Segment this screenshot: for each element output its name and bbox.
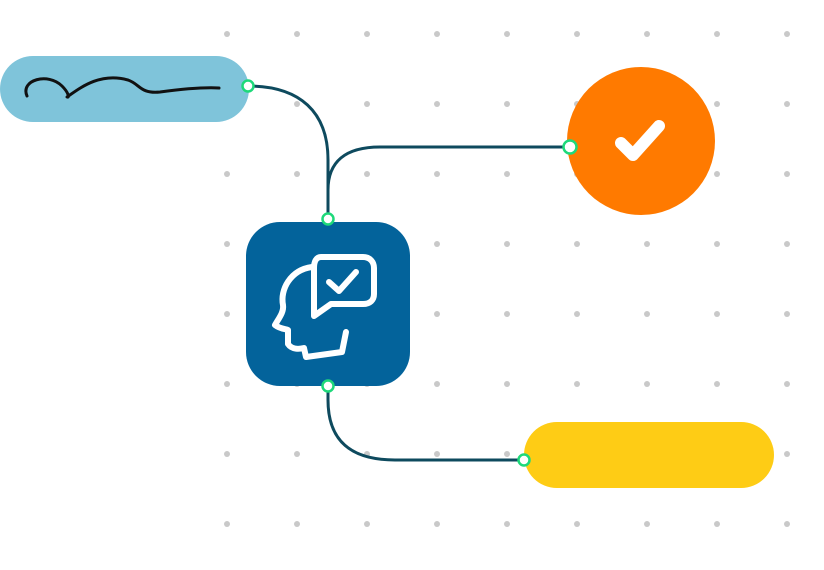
grid-dot xyxy=(784,381,790,387)
grid-dot xyxy=(784,311,790,317)
connector-to-signature xyxy=(247,84,330,218)
grid-dot xyxy=(784,31,790,37)
grid-dot xyxy=(434,31,440,37)
grid-dot xyxy=(644,241,650,247)
grid-dot xyxy=(714,521,720,527)
grid-dot xyxy=(434,311,440,317)
port-center-top[interactable] xyxy=(321,212,335,226)
grid-dot xyxy=(644,381,650,387)
grid-dot xyxy=(224,311,230,317)
grid-dot xyxy=(434,451,440,457)
grid-dot xyxy=(574,241,580,247)
grid-dot xyxy=(224,381,230,387)
head-speech-check-icon xyxy=(272,254,377,360)
grid-dot xyxy=(784,451,790,457)
grid-dot xyxy=(574,381,580,387)
grid-dot xyxy=(364,101,370,107)
checkmark-icon xyxy=(615,120,665,161)
grid-dot xyxy=(434,171,440,177)
grid-dot xyxy=(224,451,230,457)
grid-dot xyxy=(294,521,300,527)
signature-pill[interactable] xyxy=(0,56,249,122)
grid-dot xyxy=(434,521,440,527)
connector-to-placeholder-pill xyxy=(326,386,524,462)
grid-dot xyxy=(224,241,230,247)
grid-dot xyxy=(364,171,370,177)
grid-dot xyxy=(504,311,510,317)
grid-dot xyxy=(714,171,720,177)
connector-to-check-circle xyxy=(326,145,570,218)
grid-dot xyxy=(294,451,300,457)
grid-dot xyxy=(714,381,720,387)
grid-dot xyxy=(784,521,790,527)
grid-dot xyxy=(294,171,300,177)
signature-node[interactable] xyxy=(0,56,249,122)
grid-dot xyxy=(504,451,510,457)
grid-dot xyxy=(644,311,650,317)
grid-dot xyxy=(714,101,720,107)
grid-dot xyxy=(364,31,370,37)
grid-dot xyxy=(784,171,790,177)
center-node[interactable] xyxy=(246,222,410,386)
grid-dot xyxy=(224,31,230,37)
grid-dot xyxy=(504,521,510,527)
grid-dot xyxy=(574,31,580,37)
grid-dot xyxy=(574,311,580,317)
placeholder-pill-node[interactable] xyxy=(524,422,774,488)
grid-dot xyxy=(504,101,510,107)
grid-dot xyxy=(224,521,230,527)
port-center-bottom[interactable] xyxy=(321,379,335,393)
grid-dot xyxy=(714,241,720,247)
grid-dot xyxy=(504,31,510,37)
grid-dot xyxy=(644,521,650,527)
grid-dot xyxy=(294,101,300,107)
grid-dot xyxy=(434,241,440,247)
grid-dot xyxy=(294,31,300,37)
handwritten-signature xyxy=(24,76,221,99)
grid-dot xyxy=(504,241,510,247)
grid-dot xyxy=(714,311,720,317)
grid-dot xyxy=(224,171,230,177)
check-circle-node[interactable] xyxy=(567,67,715,215)
grid-dot xyxy=(434,101,440,107)
grid-dot xyxy=(644,31,650,37)
grid-dot xyxy=(784,101,790,107)
port-signature-right[interactable] xyxy=(241,79,255,93)
grid-dot xyxy=(364,521,370,527)
grid-dot xyxy=(504,381,510,387)
grid-dot xyxy=(504,171,510,177)
grid-dot xyxy=(434,381,440,387)
grid-dot xyxy=(574,521,580,527)
grid-dot xyxy=(784,241,790,247)
port-placeholder-pill-left[interactable] xyxy=(517,453,531,467)
placeholder-pill[interactable] xyxy=(524,422,774,488)
ports xyxy=(241,79,578,467)
port-check-circle-left[interactable] xyxy=(562,139,578,155)
grid-dot xyxy=(714,31,720,37)
connectors xyxy=(247,84,570,462)
